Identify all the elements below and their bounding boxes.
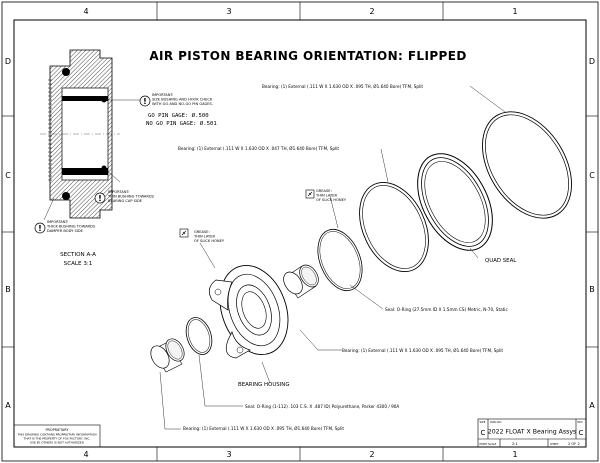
- callout-leaders: [159, 85, 506, 430]
- zone-col-1-bottom: 1: [512, 450, 517, 459]
- tb-dwg-title: 2022 FLOAT X Bearing Assys: [488, 429, 576, 436]
- grease-2-line1: GREASE:: [194, 230, 210, 234]
- section-scale: SCALE 3:1: [64, 261, 93, 267]
- oring-large: [317, 228, 363, 292]
- drawing-title: AIR PISTON BEARING ORIENTATION: FLIPPED: [149, 49, 466, 63]
- callout-seal-oring: Seal: O-Ring (27.5mm ID X 1.5mm CS) Metr…: [385, 307, 508, 312]
- zone-col-2: 2: [369, 7, 374, 16]
- proprietary-block: PROPRIETARY THIS DRAWING CONTAINS PROPRI…: [13, 424, 101, 448]
- zone-row-a-right: A: [589, 401, 595, 410]
- zone-col-4-bottom: 4: [83, 450, 88, 459]
- callout-seal-oring-2: Seal: O-Ring (1-112) .103 C.S. X .487 ID…: [245, 404, 399, 409]
- note-low-line1: IMPORTANT:: [47, 220, 68, 224]
- tb-size-value: C: [481, 429, 486, 437]
- tb-size-label: SIZE: [480, 420, 486, 424]
- zone-row-b: B: [5, 285, 11, 294]
- important-icon-top: !: [139, 95, 151, 107]
- callout-quad-seal: QUAD SEAL: [485, 258, 516, 264]
- grease-icon-lower: [179, 228, 189, 238]
- callout-bearing-housing: BEARING HOUSING: [238, 382, 290, 388]
- callout-bearing-right: Bearing: (1) External (.111 W X 1.630 OD…: [342, 348, 503, 353]
- zone-row-c-right: C: [589, 171, 595, 180]
- grease-2-line3: OF SLICK HONEY: [194, 239, 225, 243]
- proprietary-line2: THIS DRAWING CONTAINS PROPRIETARY INFORM…: [16, 433, 96, 437]
- tb-dwg-label: DWG NO: [490, 420, 501, 424]
- callout-bearing-bottom: Bearing: (1) External (.111 W X 1.630 OD…: [183, 426, 344, 431]
- zone-col-3: 3: [226, 7, 231, 16]
- proprietary-line1: PROPRIETARY: [46, 428, 70, 432]
- note-mid-line1: IMPORTANT:: [108, 190, 129, 194]
- zone-row-c: C: [5, 171, 11, 180]
- note-top-line1: IMPORTANT:: [152, 93, 173, 97]
- zone-col-3-bottom: 3: [226, 450, 231, 459]
- proprietary-line3: THAT IS THE PROPERTY OF FOX FACTORY, INC…: [23, 437, 91, 441]
- zone-col-1: 1: [512, 7, 517, 16]
- go-gage-text: GO PIN GAGE: Ø.500: [148, 112, 209, 119]
- tb-sheet-label: SHEET: [550, 442, 559, 446]
- bushing-cylinder-right: [283, 264, 319, 299]
- important-icon-mid: !: [94, 192, 106, 204]
- grease-2-line2: THIN LAYER: [193, 235, 216, 239]
- callout-bearing-top: Bearing: (1) External (.111 W X 1.630 OD…: [262, 84, 423, 89]
- note-mid-line3: BEARING CAP SIDE: [108, 199, 143, 203]
- bearing-housing: [208, 264, 289, 359]
- note-top-line3: WITH GO AND NO-GO PIN GAGES.: [152, 102, 213, 106]
- section-name: SECTION A-A: [60, 252, 96, 258]
- proprietary-line4: USE BY OTHERS IS NOT AUTHORIZED: [30, 441, 85, 445]
- split-bearing-large: [482, 111, 572, 219]
- tb-scale-value: 2:1: [512, 442, 518, 446]
- tb-scale-label: PRINT SCALE: [480, 442, 497, 446]
- grease-1-line1: GREASE:: [316, 189, 332, 193]
- important-icon-low: !: [34, 222, 46, 234]
- zone-row-d: D: [5, 57, 11, 66]
- note-low-line2: THICK BUSHING TOWARDS: [46, 225, 96, 229]
- split-bearing-mid: [359, 181, 429, 273]
- quad-seal-ring: [417, 153, 493, 251]
- svg-text:!: !: [38, 224, 42, 233]
- tb-sheet-value: 2 OF 2: [568, 442, 580, 446]
- nogo-gage-text: NO GO PIN GAGE: Ø.501: [146, 120, 217, 127]
- tb-rev-value: C: [579, 429, 584, 437]
- grease-1-line3: OF SLICK HONEY: [316, 198, 347, 202]
- note-top-line2: SIZE BUSHING AND HOOK CHECK: [152, 98, 213, 102]
- zone-col-2-bottom: 2: [369, 450, 374, 459]
- zone-row-d-right: D: [589, 57, 595, 66]
- grease-1-line2: THIN LAYER: [315, 194, 338, 198]
- zone-col-4: 4: [83, 7, 88, 16]
- oring-small: [185, 317, 213, 355]
- zone-row-b-right: B: [589, 285, 595, 294]
- note-mid-line2: THIN BUSHING TOWARDS: [107, 195, 155, 199]
- zone-row-a: A: [5, 401, 11, 410]
- note-low-line3: DAMPER BODY SIDE: [47, 229, 84, 233]
- svg-text:!: !: [98, 194, 102, 203]
- callout-bearing-mid: Bearing: (1) External (.111 W X 1.630 OD…: [178, 146, 339, 151]
- svg-text:!: !: [143, 97, 147, 106]
- section-leaders: [43, 99, 140, 221]
- title-block: [477, 418, 587, 448]
- section-view: [40, 49, 120, 219]
- bushing-cylinder-left: [150, 338, 185, 373]
- tb-rev-label: REV: [578, 420, 583, 424]
- grease-icon-upper: [305, 189, 315, 199]
